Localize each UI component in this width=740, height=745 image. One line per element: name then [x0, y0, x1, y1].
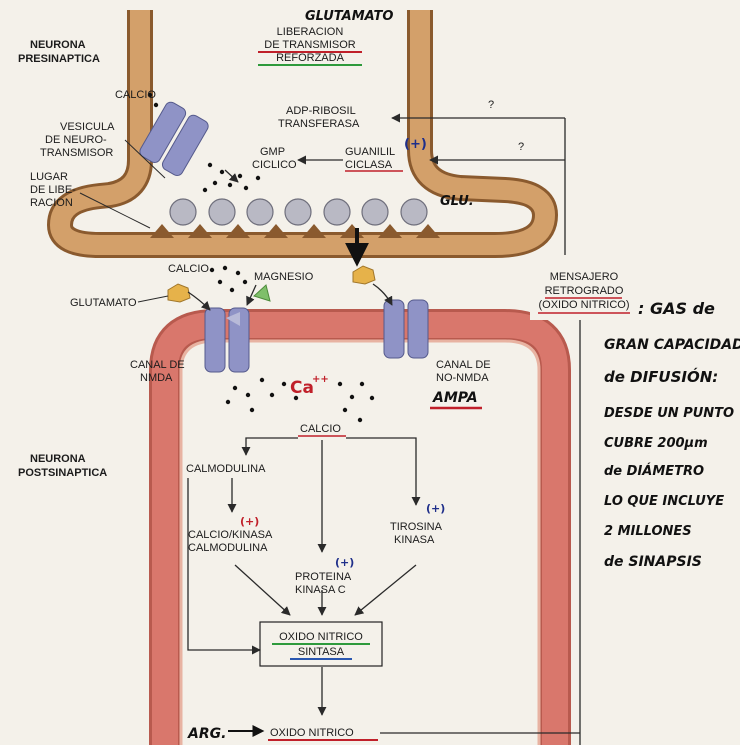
vesicle-label-2: DE NEURO-: [45, 134, 107, 146]
calcium-ions-cleft: [210, 266, 247, 292]
vesicles: [170, 199, 427, 225]
tirosina-to-sintasa: [355, 565, 416, 615]
sintasa-label-1: OXIDO NITRICO: [279, 631, 363, 643]
proteina-kinasa-2: KINASA C: [295, 584, 346, 596]
kinasa-to-sintasa: [235, 565, 290, 615]
proteina-kinasa-1: PROTEINA: [295, 571, 352, 583]
kinasa-plus: (+): [240, 515, 259, 528]
calcio-to-calmodulina: [246, 438, 298, 455]
release-label-2: DE TRANSMISOR: [264, 39, 356, 51]
oxido-nitrico-label: OXIDO NITRICO: [270, 727, 354, 739]
calcio-to-tirosina: [346, 438, 416, 505]
tirosina-kinasa-2: KINASA: [394, 534, 435, 546]
note-line-9: de SINAPSIS: [604, 554, 702, 570]
kinasa-calmodulina-1: CALCIO/KINASA: [188, 529, 273, 541]
calcio-top-label: CALCIO: [115, 89, 156, 101]
ampa-handwritten: AMPA: [432, 390, 478, 406]
nmda-label-1: CANAL DE: [130, 359, 185, 371]
vesicle-label-3: TRANSMISOR: [40, 147, 113, 159]
postsynaptic-label-2: POSTSINAPTICA: [18, 467, 107, 479]
note-line-4: DESDE UN PUNTO: [604, 406, 734, 421]
guanilil-label-1: GUANILIL: [345, 146, 395, 158]
tirosina-plus: (+): [426, 502, 445, 515]
presynaptic-label-2: PRESINAPTICA: [18, 53, 100, 65]
messenger-label-1: MENSAJERO: [550, 271, 619, 283]
glutamato-title: GLUTAMATO: [305, 9, 393, 24]
question-mark-2: ?: [518, 141, 524, 153]
kinasa-calmodulina-2: CALMODULINA: [188, 542, 268, 554]
pkc-plus: (+): [335, 556, 354, 569]
calcio-mid-label: CALCIO: [168, 263, 209, 275]
messenger-label-2: RETROGRADO: [545, 285, 624, 297]
guanilil-plus: (+): [404, 137, 427, 152]
non-nmda-label-2: NO-NMDA: [436, 372, 489, 384]
ca-label: Ca: [290, 378, 314, 398]
note-line-8: 2 MILLONES: [604, 524, 692, 539]
release-label-3: REFORZADA: [276, 52, 345, 64]
gmp-label-1: GMP: [260, 146, 285, 158]
glu-handwritten: GLU.: [440, 194, 474, 209]
calmodulina-label: CALMODULINA: [186, 463, 266, 475]
vesicle-label-1: VESICULA: [60, 121, 115, 133]
nmda-label-2: NMDA: [140, 372, 173, 384]
release-site-label-2: DE LIBE-: [30, 184, 76, 196]
magnesium-ion: [254, 285, 270, 301]
gmp-arrow: [225, 170, 238, 182]
release-site-label-3: RACION: [30, 197, 73, 209]
calmodulina-to-sintasa: [188, 478, 260, 650]
gmp-label-2: CICLICO: [252, 159, 297, 171]
adp-label-1: ADP-RIBOSIL: [286, 105, 356, 117]
glutamato-leader: [138, 296, 168, 302]
glutamato-mid-label: GLUTAMATO: [70, 297, 137, 309]
presynaptic-label-1: NEURONA: [30, 39, 86, 51]
note-line-6: de DIÁMETRO: [604, 463, 704, 479]
question-mark-1: ?: [488, 99, 494, 111]
note-line-1: : GAS de: [638, 299, 715, 318]
note-line-2: GRAN CAPACIDAD: [604, 337, 740, 353]
postsynaptic-label-1: NEURONA: [30, 453, 86, 465]
ca-charge: ++: [312, 374, 329, 385]
guanilil-label-2: CICLASA: [345, 159, 393, 171]
tirosina-kinasa-1: TIROSINA: [390, 521, 443, 533]
magnesio-label: MAGNESIO: [254, 271, 314, 283]
note-line-7: LO QUE INCLUYE: [604, 494, 724, 509]
calcio-post-label: CALCIO: [300, 423, 341, 435]
note-line-3: de DIFUSIÓN:: [604, 367, 718, 386]
adp-label-2: TRANSFERASA: [278, 118, 360, 130]
arg-handwritten: ARG.: [187, 726, 226, 742]
release-label-1: LIBERACION: [277, 26, 344, 38]
note-line-5: CUBRE 200μm: [604, 436, 708, 451]
release-site-label-1: LUGAR: [30, 171, 68, 183]
sintasa-label-2: SINTASA: [298, 646, 345, 658]
messenger-label-3: (OXIDO NITRICO): [538, 299, 629, 311]
glutamate-nmda-arrow: [188, 292, 210, 310]
non-nmda-label-1: CANAL DE: [436, 359, 491, 371]
